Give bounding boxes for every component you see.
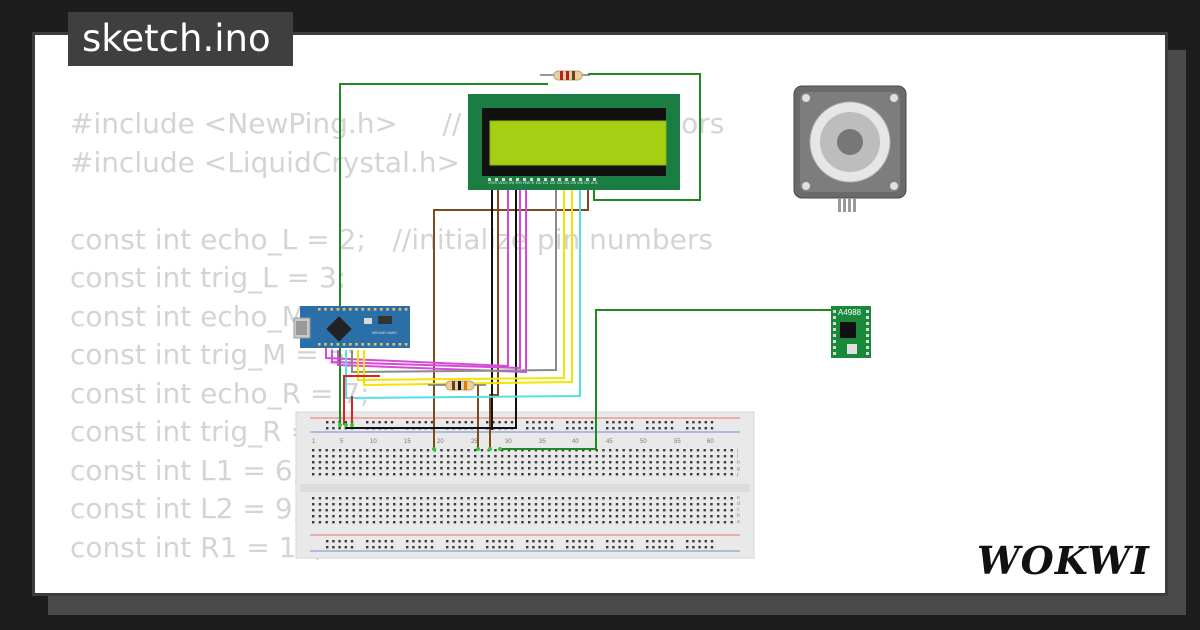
wokwi-logo-text: WOKWI: [977, 538, 1150, 582]
wokwi-logo: WOKWI: [977, 538, 1150, 582]
wire-brown-3: [489, 188, 499, 449]
breadboard-row-label: g: [737, 466, 740, 472]
breadboard-col-number: 1: [312, 439, 316, 445]
breadboard[interactable]: 1 5 10 15 20 25 30 35 40 45 50 55 60 j i…: [295, 411, 755, 559]
wire-black-1: [346, 190, 517, 429]
breadboard-row-label: d: [737, 501, 740, 507]
breadboard-col-number: 45: [606, 439, 613, 445]
code-line: const int echo_L = 2; //initialize pin n…: [70, 222, 713, 256]
breadboard-row-label: e: [737, 495, 740, 501]
resistor-top[interactable]: [553, 70, 583, 81]
arduino-label: ARDUINO NANO: [372, 331, 397, 335]
breadboard-row-label: c: [737, 507, 740, 513]
breadboard-col-number: 35: [539, 439, 546, 445]
breadboard-row-label: h: [737, 460, 740, 466]
breadboard-col-number: 10: [370, 439, 377, 445]
breadboard-col-number: 5: [340, 439, 344, 445]
breadboard-row-label: b: [737, 513, 740, 519]
breadboard-col-number: 25: [471, 439, 478, 445]
resistor-middle[interactable]: [445, 380, 475, 391]
lcd-display[interactable]: VSS VDD V0 RS RW E D0 D1 D2 D3 D4 D5 D6 …: [468, 94, 680, 190]
wire-cyan: [345, 188, 581, 400]
breadboard-row-label: a: [737, 519, 740, 525]
code-line: #include <LiquidCrystal.h>: [70, 145, 460, 179]
lcd-pin-labels: VSS VDD V0 RS RW E D0 D1 D2 D3 D4 D5 D6 …: [488, 180, 598, 185]
breadboard-row-label: f: [737, 473, 739, 479]
wire-green-top-right: [588, 73, 701, 201]
filename-tab[interactable]: sketch.ino: [68, 12, 293, 66]
breadboard-row-label: i: [737, 454, 738, 460]
a4988-driver[interactable]: A4988: [831, 306, 871, 358]
a4988-label: A4988: [838, 308, 862, 317]
wire-magenta-1: [325, 188, 509, 368]
wire-yellow-2: [363, 188, 573, 387]
stepper-motor[interactable]: [793, 85, 907, 212]
breadboard-col-number: 30: [505, 439, 512, 445]
breadboard-row-label: j: [736, 448, 738, 454]
wire-green-a4988: [500, 309, 832, 450]
wire-gray: [351, 188, 557, 374]
breadboard-col-number: 15: [404, 439, 411, 445]
code-preview: #include <NewPing.h> // ultrasonic senso…: [70, 105, 724, 567]
breadboard-col-number: 60: [707, 439, 714, 445]
code-line: const int trig_M = 5;: [70, 338, 355, 371]
arduino-nano[interactable]: ARDUINO NANO: [293, 306, 410, 348]
code-line: const int echo_R = 7;: [70, 376, 370, 410]
breadboard-col-number: 55: [674, 439, 681, 445]
code-line: const int trig_R = 8;: [70, 415, 351, 448]
wire-brown-1: [433, 190, 589, 449]
wire-red: [343, 375, 380, 425]
wire-magenta-2: [331, 188, 521, 370]
wire-yellow-1: [357, 188, 565, 382]
wire-magenta-3: [337, 188, 527, 374]
code-line: const int trig_L = 3;: [70, 261, 347, 294]
breadboard-col-number: 20: [437, 439, 444, 445]
code-line: const int L2 = 9;: [70, 492, 303, 525]
breadboard-col-number: 50: [640, 439, 647, 445]
breadboard-col-number: 40: [572, 439, 579, 445]
breadboard-joints: [338, 423, 502, 451]
